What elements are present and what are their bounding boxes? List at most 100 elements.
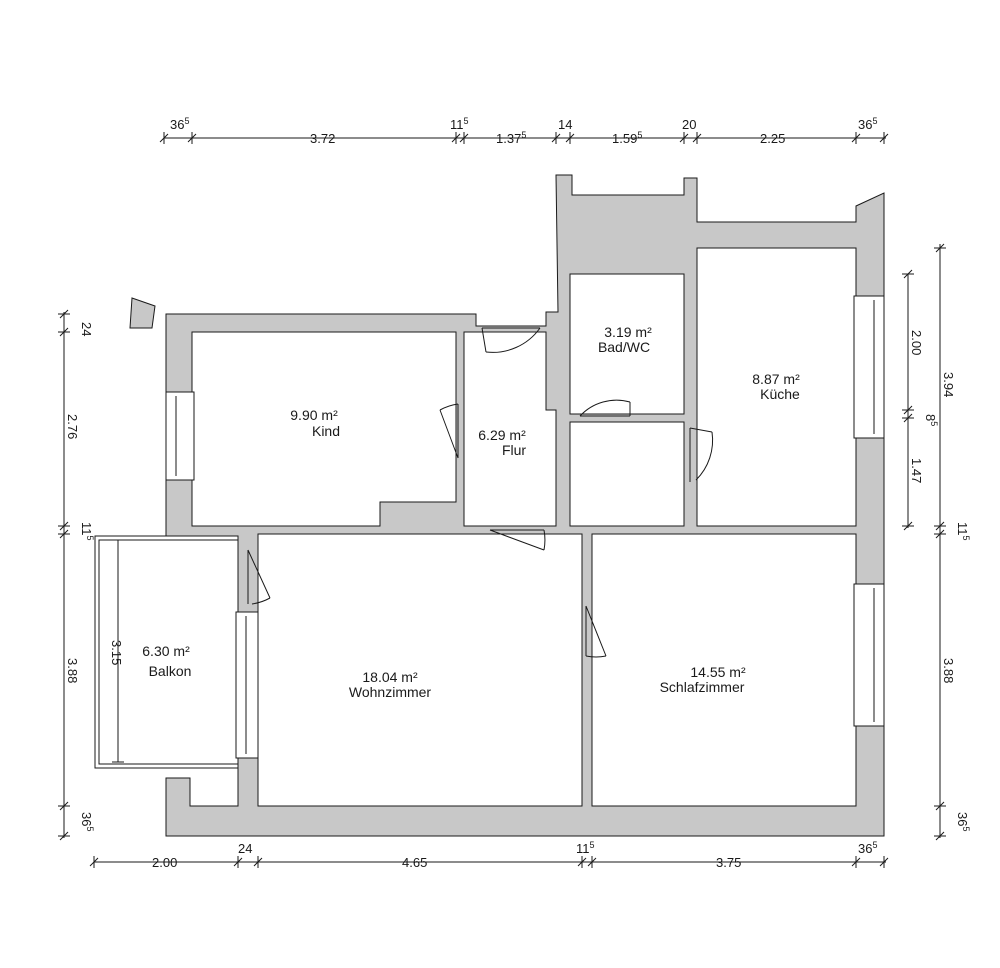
balkon-inner-line: [98, 539, 239, 765]
dim-right-2: 115: [955, 522, 971, 541]
dim-right-4: 365: [955, 812, 971, 831]
tick-left-slash-3: [59, 529, 69, 539]
tick-top-slash-0: [159, 133, 169, 143]
dim-top-5: 14: [558, 117, 572, 132]
dim-top-8: 2.25: [760, 131, 785, 146]
label-kind: Kind: [312, 423, 340, 439]
tick-top-slash-2: [451, 133, 461, 143]
tick-inner-slash-0: [903, 269, 913, 279]
dim-balkon-depth: 3.15: [109, 640, 124, 665]
tick-bottom-slash-2: [253, 857, 263, 867]
tick-left-slash-5: [59, 831, 69, 841]
window-schlafzimmer: [853, 583, 885, 727]
tick-top-slash-7: [692, 133, 702, 143]
room-flur: [463, 331, 557, 527]
area-kueche: 8.87 m²: [752, 371, 800, 387]
area-flur: 6.29 m²: [478, 427, 526, 443]
tick-bottom-slash-4: [587, 857, 597, 867]
dim-bottom-6: 365: [858, 840, 877, 856]
dim-labels-left: 24 2.76 115 3.88 365: [65, 322, 95, 831]
window-balkon: [235, 611, 259, 759]
door-kind-flur: [439, 403, 459, 459]
dim-left-5: 365: [79, 812, 95, 831]
room-kueche-corridor: [569, 421, 685, 527]
dim-left-3: 115: [79, 522, 95, 541]
tick-top-slash-5: [565, 133, 575, 143]
dim-left-2: 2.76: [65, 414, 80, 439]
tick-right-slash-1: [935, 521, 945, 531]
rooms: [94, 247, 857, 807]
dimension-lines: [63, 137, 941, 863]
label-flur: Flur: [502, 442, 526, 458]
dim-bottom-4: 115: [576, 840, 595, 856]
dim-top-1: 365: [170, 116, 189, 132]
dim-top-2: 3.72: [310, 131, 335, 146]
dim-top-9: 365: [858, 116, 877, 132]
tick-top-slash-6: [679, 133, 689, 143]
door-schlafzimmer: [585, 605, 607, 658]
room-kueche: [696, 247, 857, 527]
tick-top-slash-4: [551, 133, 561, 143]
dim-labels-right-outer: 3.94 115 3.88 365: [941, 372, 971, 831]
door-balkon: [247, 549, 271, 605]
door-wohnzimmer: [489, 529, 546, 551]
tick-right-slash-4: [935, 831, 945, 841]
tick-bottom-slash-1: [233, 857, 243, 867]
area-kind: 9.90 m²: [290, 407, 338, 423]
area-wohnzimmer: 18.04 m²: [362, 669, 418, 685]
label-balkon: Balkon: [149, 663, 192, 679]
tick-left-slash-0: [59, 309, 69, 319]
dim-top-7: 20: [682, 117, 696, 132]
tick-bottom-slash-6: [879, 857, 889, 867]
doors: [247, 327, 714, 658]
label-kueche: Küche: [760, 386, 800, 402]
area-schlafzimmer: 14.55 m²: [690, 664, 746, 680]
tick-top-slash-1: [187, 133, 197, 143]
dim-right-1: 3.94: [941, 372, 956, 397]
tick-bottom-slash-5: [851, 857, 861, 867]
tick-bottom-slash-0: [89, 857, 99, 867]
label-wohnzimmer: Wohnzimmer: [349, 684, 432, 700]
tick-inner-slash-1: [903, 405, 913, 415]
dim-right-inner-1: 2.00: [909, 330, 924, 355]
dim-right-inner-2: 85: [923, 414, 939, 426]
dim-left-4: 3.88: [65, 658, 80, 683]
dim-left-1: 24: [79, 322, 94, 336]
window-kueche: [853, 295, 885, 439]
door-flur-entry: [481, 327, 541, 353]
door-bad: [579, 399, 631, 417]
label-schlafzimmer: Schlafzimmer: [660, 679, 745, 695]
room-wohnzimmer: [257, 533, 583, 807]
area-bad: 3.19 m²: [604, 324, 652, 340]
tick-inner-slash-2: [903, 413, 913, 423]
dim-right-inner-3: 1.47: [909, 458, 924, 483]
tick-top-slash-8: [851, 133, 861, 143]
dim-labels-right-inner: 2.00 85 1.47: [909, 330, 939, 483]
area-balkon: 6.30 m²: [142, 643, 190, 659]
tick-top-slash-9: [879, 133, 889, 143]
dim-bottom-5: 3.75: [716, 855, 741, 870]
room-kind: [191, 331, 457, 527]
dim-top-6: 1.595: [612, 130, 642, 146]
dim-bottom-1: 2.00: [152, 855, 177, 870]
tick-right-slash-0: [935, 243, 945, 253]
room-bad: [569, 273, 685, 415]
door-kueche: [689, 427, 714, 482]
tick-left-slash-4: [59, 801, 69, 811]
chimney-stub: [129, 297, 156, 329]
room-labels: 9.90 m² Kind 6.29 m² Flur 3.19 m² Bad/WC…: [142, 324, 800, 700]
dim-top-3: 115: [450, 116, 469, 132]
window-kind: [165, 391, 195, 481]
dim-top-4: 1.375: [496, 130, 526, 146]
tick-top-slash-3: [459, 133, 469, 143]
tick-right-slash-2: [935, 529, 945, 539]
windows: [165, 295, 885, 759]
room-schlafzimmer: [591, 533, 857, 807]
dim-right-3: 3.88: [941, 658, 956, 683]
tick-bottom-slash-3: [577, 857, 587, 867]
dim-labels-bottom: 2.00 24 4.65 115 3.75 365: [152, 840, 877, 870]
dim-bottom-2: 24: [238, 841, 252, 856]
dim-bottom-3: 4.65: [402, 855, 427, 870]
tick-left-slash-2: [59, 521, 69, 531]
